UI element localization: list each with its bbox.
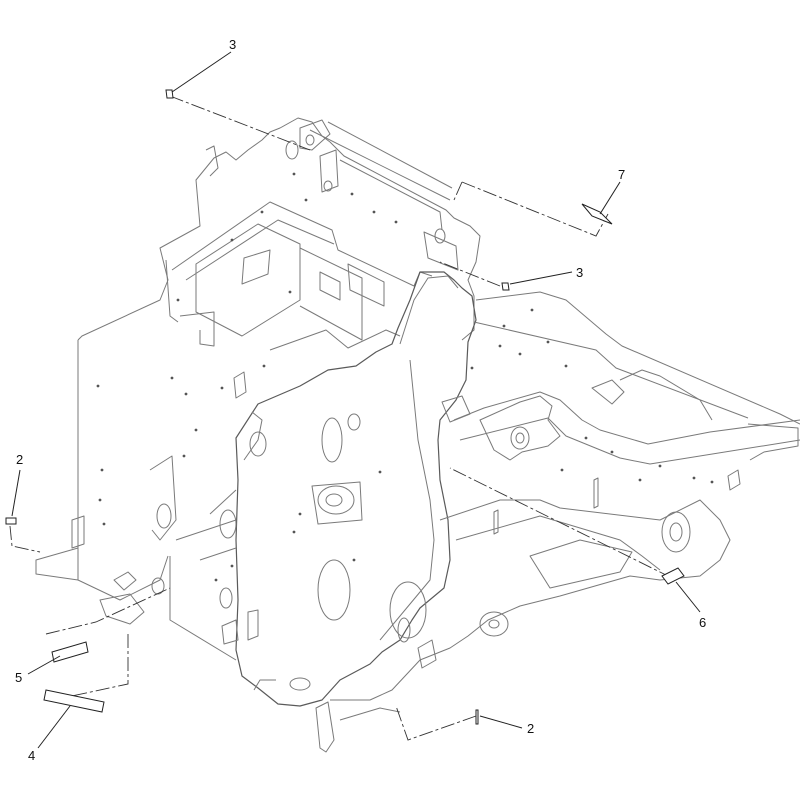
leader-2-bottom [479, 715, 523, 729]
callout-4[interactable]: 4 [28, 748, 35, 763]
leader-5 [27, 655, 61, 675]
placement-phantom-lines [9, 95, 673, 741]
leader-3-right [509, 271, 573, 285]
callout-numbers: 3 7 3 2 6 5 4 2 [15, 37, 706, 763]
callout-5[interactable]: 5 [15, 670, 22, 685]
leader-6 [675, 581, 701, 613]
decal-item-2-left[interactable] [5, 517, 17, 525]
main-frame-assembly [35, 117, 800, 753]
decal-item-2-bottom[interactable] [475, 709, 479, 725]
callout-6[interactable]: 6 [699, 615, 706, 630]
callout-3-right[interactable]: 3 [576, 265, 583, 280]
fastener-holes [96, 172, 714, 582]
decal-item-3-top[interactable] [165, 89, 174, 99]
decal-item-7[interactable] [581, 203, 613, 225]
leader-2-left [11, 469, 21, 517]
callout-7[interactable]: 7 [618, 167, 625, 182]
decal-item-5[interactable] [51, 641, 89, 663]
decal-item-6[interactable] [661, 567, 685, 585]
callout-2-bottom[interactable]: 2 [527, 721, 534, 736]
leader-4 [37, 705, 71, 749]
leader-3-top [171, 51, 232, 93]
decal-item-4[interactable] [43, 689, 105, 713]
callout-3-top[interactable]: 3 [229, 37, 236, 52]
callout-2-left[interactable]: 2 [16, 452, 23, 467]
leader-7 [599, 181, 621, 215]
decal-item-3-right[interactable] [501, 282, 510, 291]
callout-leaders [11, 51, 701, 749]
decals [5, 89, 685, 725]
